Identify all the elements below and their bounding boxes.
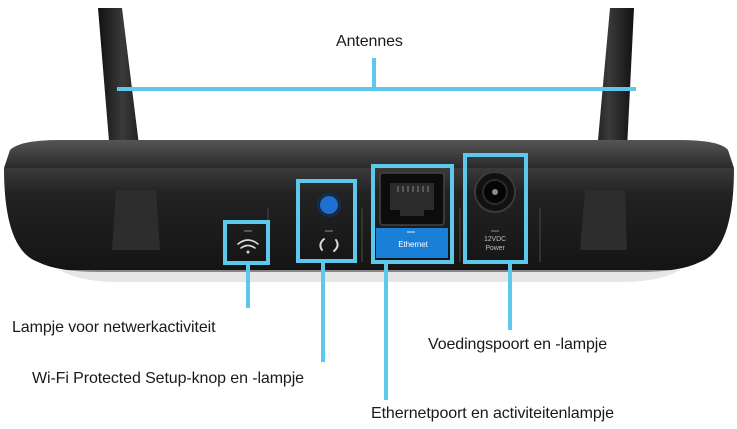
wps-led <box>325 230 333 232</box>
network-activity-light-label: Lampje voor netwerkactiviteit <box>12 318 215 338</box>
ethernet-port-label: Ethernetpoort en activiteitenlampje <box>371 404 614 424</box>
ethernet-marking: Ethernet <box>386 240 440 250</box>
power-marking: Power <box>480 245 510 253</box>
antennas-label: Antennes <box>336 32 403 52</box>
right-antenna-base <box>580 190 627 250</box>
power-rating-marking: 12VDC <box>480 236 510 244</box>
left-antenna-base <box>112 190 160 250</box>
power-led <box>491 230 499 232</box>
ethernet-led <box>407 231 415 233</box>
network-led <box>244 230 252 232</box>
wps-button <box>320 196 338 214</box>
router-shadow <box>60 270 680 282</box>
wps-button-label: Wi-Fi Protected Setup-knop en -lampje <box>32 369 304 389</box>
power-port-label: Voedingspoort en -lampje <box>428 335 607 355</box>
router-body-top <box>4 140 734 168</box>
